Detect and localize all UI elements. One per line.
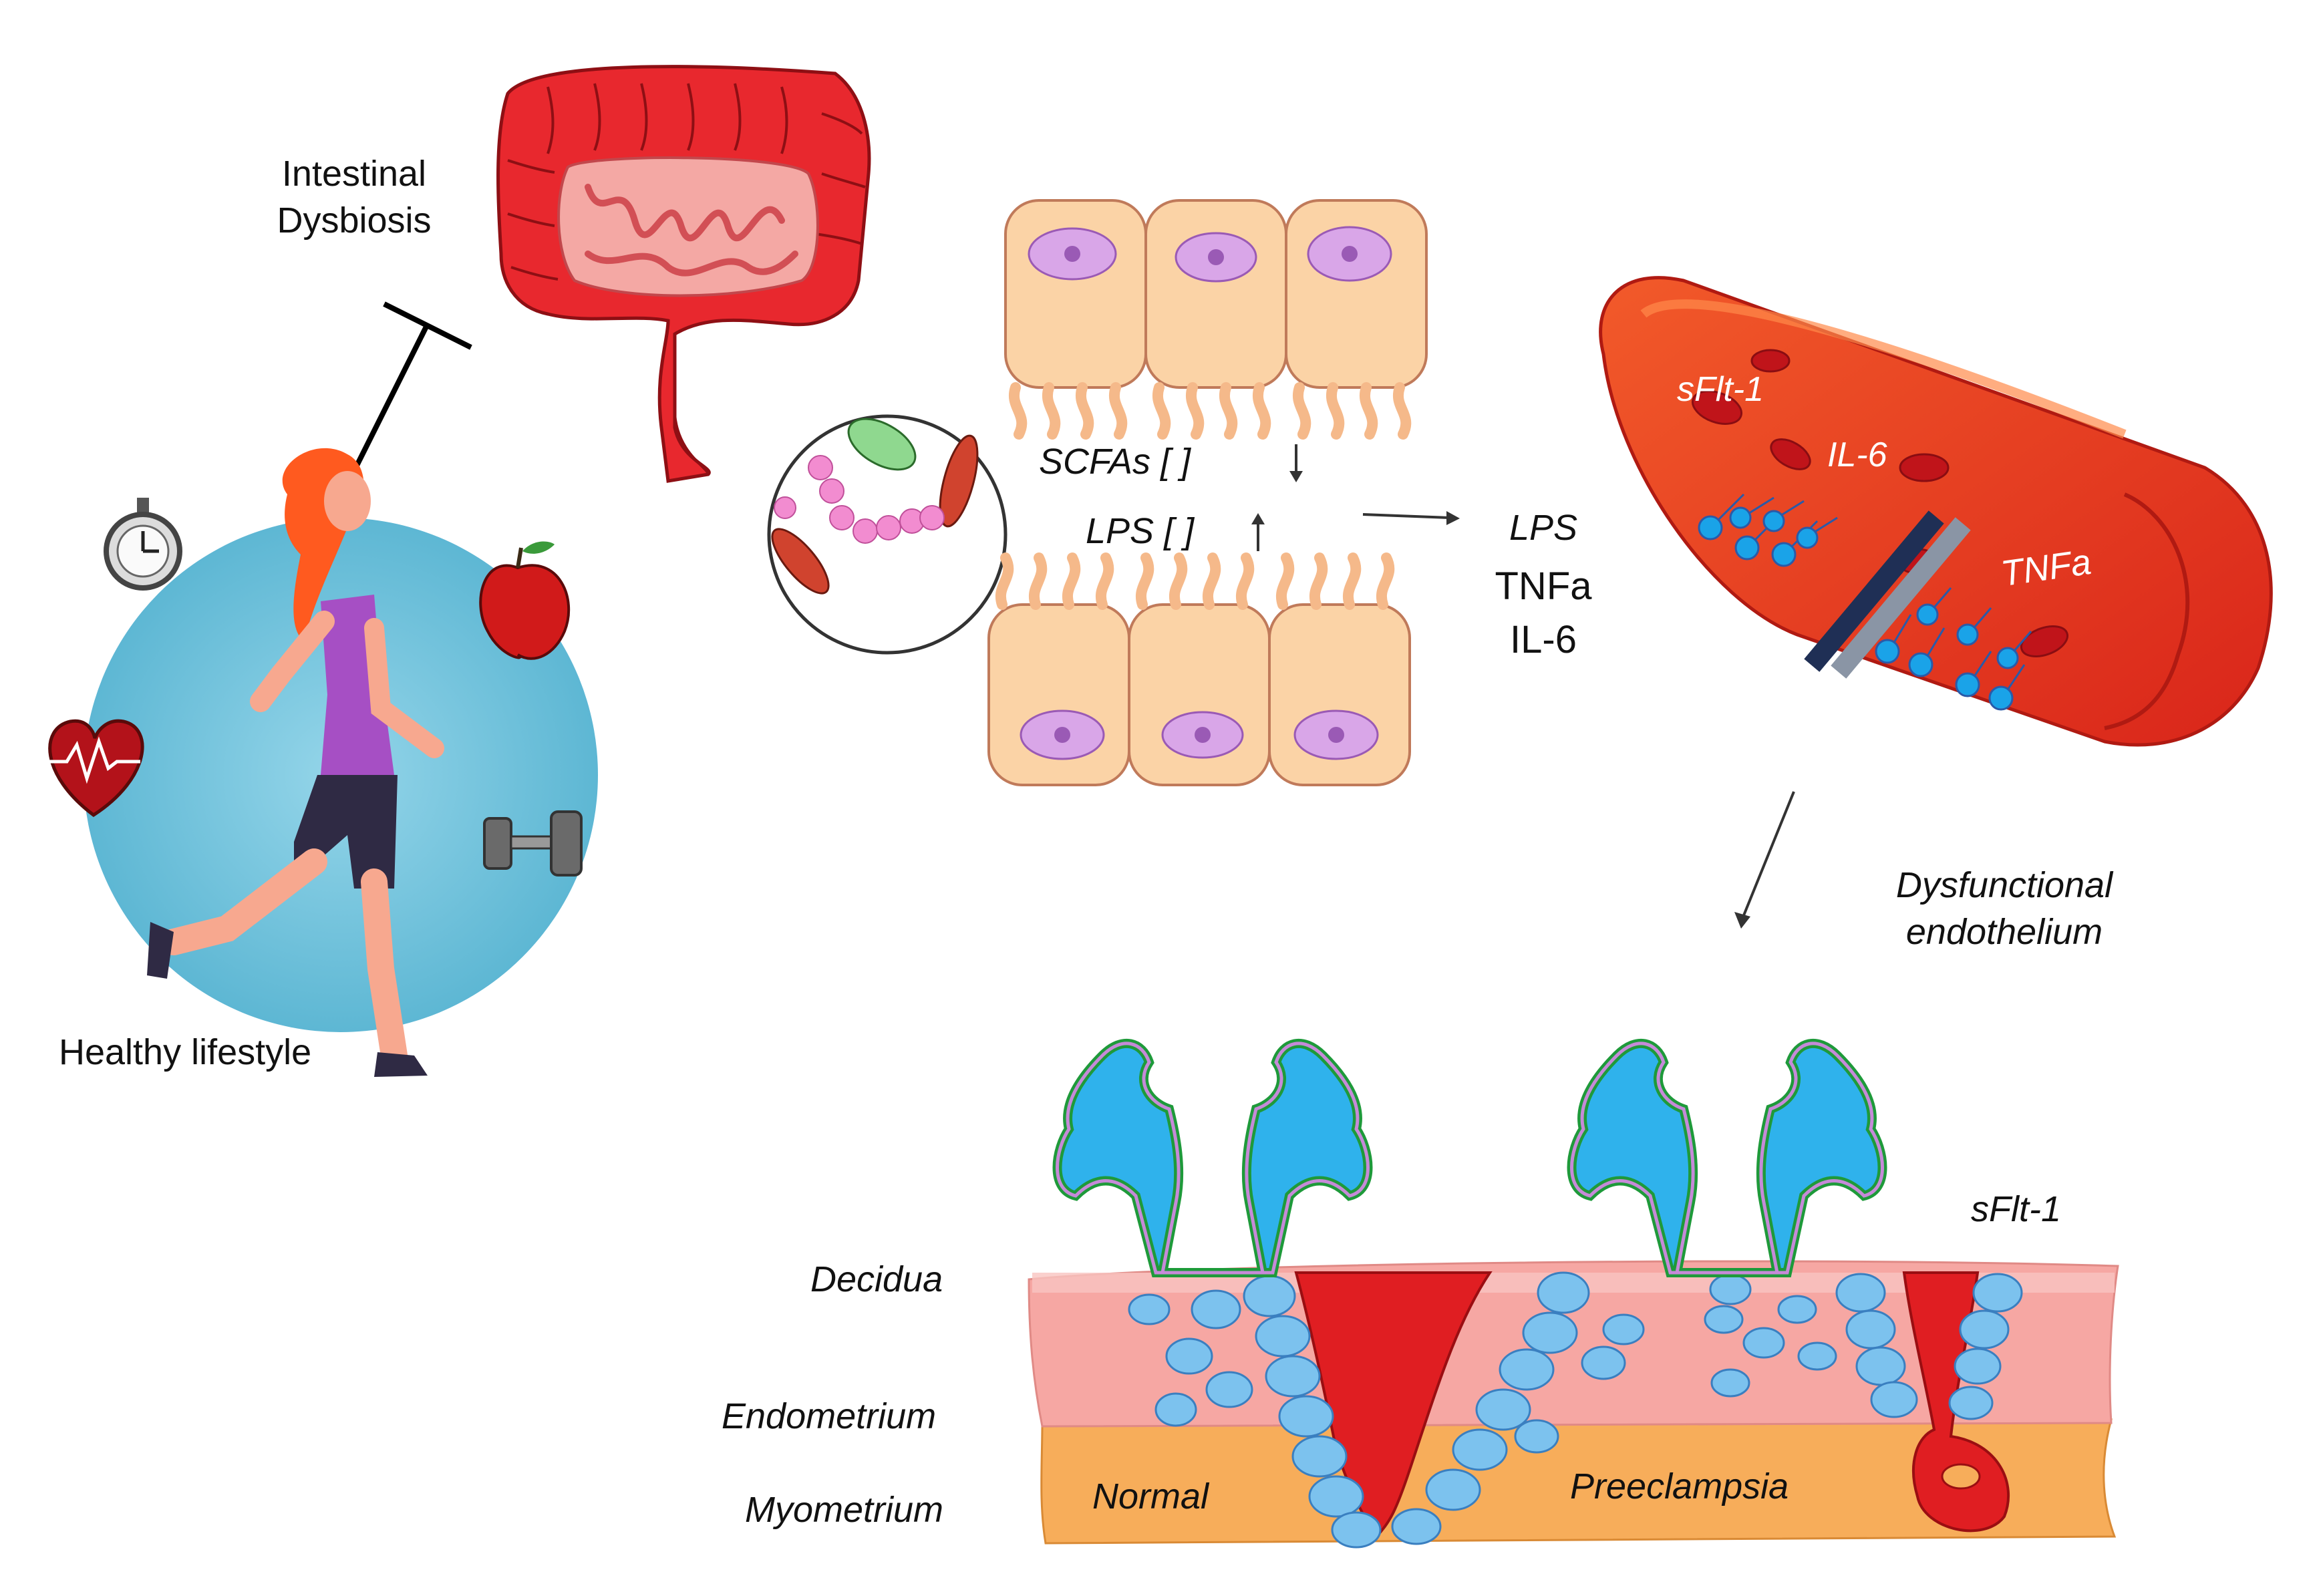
dumbbell-icon bbox=[483, 810, 583, 876]
arrow-to-blood bbox=[1362, 511, 1460, 525]
inhibition-bar bbox=[383, 301, 472, 350]
dysfunctional-endothelium-label: Dysfunctional endothelium bbox=[1857, 862, 2151, 955]
bacteria-icon bbox=[767, 414, 1008, 655]
healthy-lifestyle-label: Healthy lifestyle bbox=[59, 1032, 312, 1072]
trophoblast-cells-preeclampsia bbox=[1704, 1273, 2023, 1420]
lps-increase-arrow bbox=[1251, 513, 1265, 551]
il6-blood-label: IL-6 bbox=[1510, 618, 1577, 661]
scfa-decrease-arrow bbox=[1289, 444, 1303, 482]
epithelium-top bbox=[1004, 199, 1428, 440]
healthy-lifestyle-group bbox=[47, 301, 598, 1077]
vessel-il6-label: IL-6 bbox=[1827, 436, 1887, 474]
placenta-sflt1-label: sFlt-1 bbox=[1971, 1189, 2061, 1229]
intestinal-dysbiosis-label: Intestinal Dysbiosis bbox=[264, 150, 444, 244]
receptor-cluster-right bbox=[1875, 587, 2032, 711]
decidua-label: Decidua bbox=[810, 1259, 943, 1299]
endothelium-barrier bbox=[1804, 510, 1971, 679]
normal-label: Normal bbox=[1092, 1476, 1209, 1517]
villus-preeclampsia bbox=[1567, 1039, 1887, 1277]
stopwatch-icon bbox=[104, 498, 182, 591]
villus-normal bbox=[1052, 1039, 1373, 1277]
runner-icon bbox=[147, 448, 444, 1077]
dysfunctional-line1: Dysfunctional bbox=[1895, 865, 2113, 905]
blood-vessel bbox=[1599, 276, 2273, 747]
myometrium-label: Myometrium bbox=[745, 1490, 944, 1530]
scfas-label: SCFAs [ ] bbox=[1039, 442, 1191, 482]
apple-icon bbox=[479, 541, 571, 660]
heart-icon bbox=[47, 719, 144, 818]
receptor-cluster-left bbox=[1698, 493, 1838, 567]
intestinal-dysbiosis-line1: Intestinal bbox=[281, 154, 427, 194]
lps-blood-label: LPS bbox=[1509, 508, 1578, 548]
intestine-illustration bbox=[496, 65, 871, 483]
tnfa-blood-label: TNFa bbox=[1495, 565, 1592, 608]
intestinal-dysbiosis-line2: Dysbiosis bbox=[277, 200, 432, 241]
vessel-sflt1-label: sFlt-1 bbox=[1677, 370, 1764, 409]
preeclampsia-label: Preeclampsia bbox=[1570, 1466, 1789, 1506]
lps-gut-label: LPS [ ] bbox=[1086, 511, 1195, 551]
epithelium-bottom bbox=[987, 552, 1411, 786]
trophoblast-cells-normal bbox=[1128, 1271, 1645, 1549]
uterine-section bbox=[1028, 1039, 2119, 1549]
dysfunctional-line2: endothelium bbox=[1905, 912, 2103, 953]
inhibition-line bbox=[351, 323, 430, 472]
arrow-to-placenta bbox=[1734, 791, 1795, 929]
endometrium-label: Endometrium bbox=[722, 1396, 937, 1436]
